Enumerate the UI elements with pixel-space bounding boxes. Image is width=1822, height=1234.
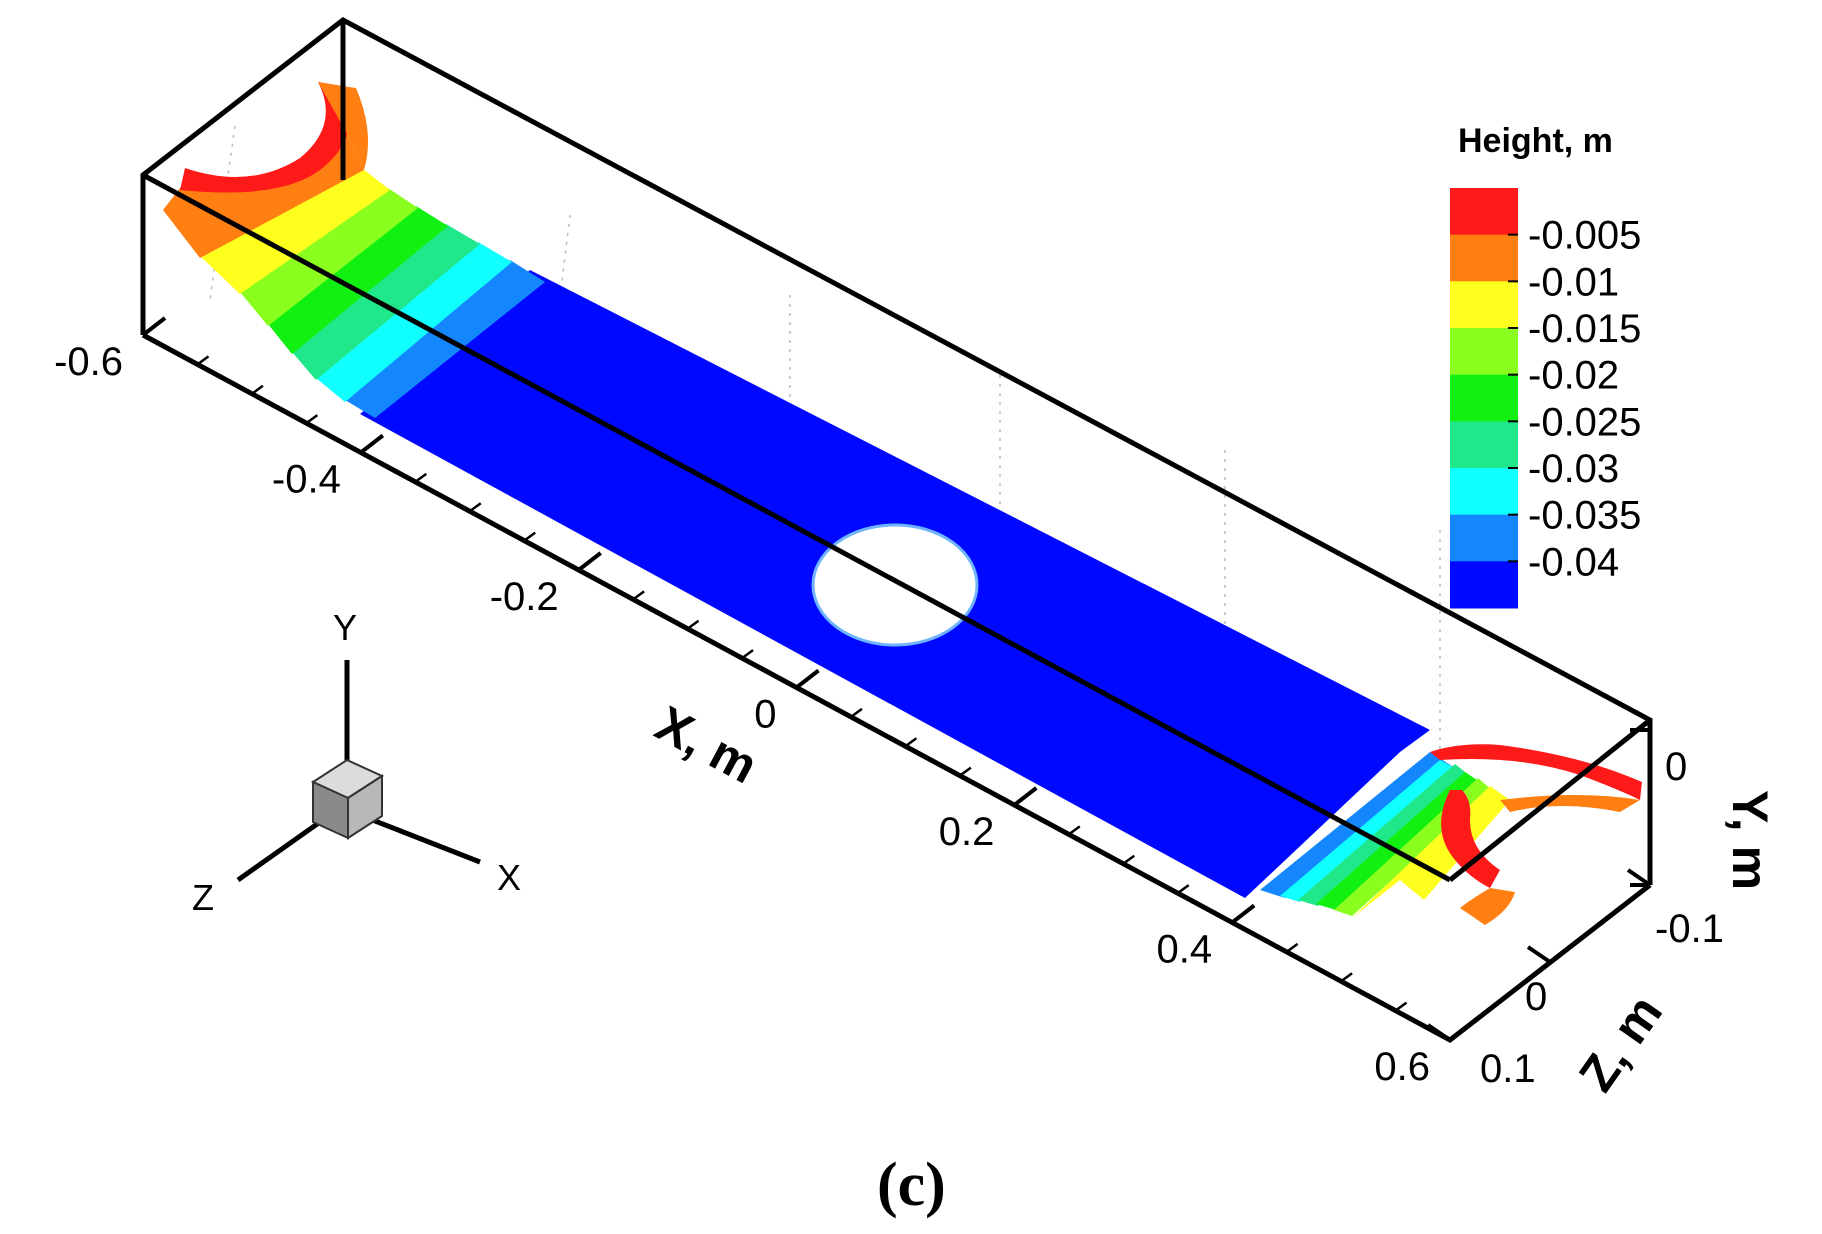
colorbar-swatch [1450,188,1518,236]
colorbar-swatch [1450,561,1518,609]
x-tick-label: -0.6 [54,340,123,384]
surface-band [1352,786,1510,918]
x-tick [1448,1021,1474,1042]
triad-z-label: Z [192,877,214,918]
x-tick-label: 0.4 [1157,928,1213,972]
surface-band [268,206,448,354]
colorbar-swatch [1450,421,1518,469]
x-minor-tick [959,766,972,777]
surface-band [240,188,418,326]
surface-rim [1441,790,1500,888]
x-tick-label: 0 [754,693,776,737]
x-tick [1013,786,1038,807]
colorbar-label: -0.025 [1528,400,1641,444]
x-tick [359,433,385,455]
surface-band [1316,772,1480,910]
x-tick-label: 0.6 [1374,1045,1430,1089]
x-tick [795,668,820,690]
colorbar-title: Height, m [1458,122,1613,160]
colorbar-label: -0.04 [1528,540,1619,584]
colorbar-label: -0.005 [1528,214,1641,258]
surface-band [292,224,480,380]
colorbar-swatch [1450,234,1518,282]
z-tick-label: 0 [1525,975,1547,1019]
colorbar-swatch [1450,468,1518,516]
y-tick-label: -0.1 [1655,907,1724,951]
triad-y-label: Y [333,607,357,648]
x-tick-label: -0.2 [490,575,559,619]
x-minor-tick [741,649,754,660]
colorbar: Height, m -0.005-0.01-0.015-0.02-0.025-0… [1450,122,1641,609]
figure-caption: (c) [877,1151,946,1219]
x-axis-title: X, m [647,695,767,794]
x-tick [577,551,602,572]
x-minor-tick [1394,1001,1408,1012]
x-minor-tick [196,355,210,366]
colorbar-swatch [1450,281,1518,329]
surface-hole [811,523,979,647]
x-minor-tick [251,384,264,395]
colorbar-swatch [1450,514,1518,562]
x-minor-tick [1122,854,1135,865]
y-tick-label: 0 [1665,745,1687,789]
y-axis-title: Y, m [1722,790,1778,890]
x-minor-tick [1340,972,1353,983]
z-tick [1426,1023,1452,1042]
x-tick [141,316,167,337]
x-minor-tick [904,737,918,748]
x-axis-ticks [141,316,1474,1042]
x-minor-tick [850,707,863,718]
surface-rim-outer [1500,795,1640,812]
x-minor-tick [686,619,700,630]
surface-rim [180,82,350,193]
surface-band [1298,764,1470,906]
triad-x-label: X [497,857,521,898]
x-minor-tick [1068,825,1081,836]
x-minor-tick [632,590,645,601]
x-minor-tick [523,531,536,542]
x-tick-label: 0.2 [939,810,995,854]
surface-rim-outer [1460,888,1515,925]
x-tick-label: -0.4 [272,458,341,502]
x-minor-tick [469,502,482,513]
colorbar-label: -0.015 [1528,307,1641,351]
surface-rim [1430,744,1642,800]
colorbar-label: -0.035 [1528,494,1641,538]
surface-band [1280,760,1462,902]
surface-band [1260,752,1455,898]
surface [163,82,1642,925]
colorbar-swatches [1450,188,1518,609]
x-minor-tick [414,472,428,483]
x-tick [1230,903,1256,925]
surface-band [200,168,390,294]
z-tick-label: 0.1 [1480,1047,1536,1091]
colorbar-swatch [1450,374,1518,422]
colorbar-label: -0.01 [1528,260,1619,304]
z-tick [1626,868,1652,887]
y-axis: 0 -0.1 Y, m [1630,728,1778,951]
x-axis-tick-labels: -0.6 -0.4 -0.2 0 0.2 0.4 0.6 [54,340,1430,1089]
colorbar-labels: -0.005-0.01-0.015-0.02-0.025-0.03-0.035-… [1528,214,1641,585]
x-minor-tick [1176,884,1190,895]
colorbar-label: -0.02 [1528,354,1619,398]
x-minor-tick [305,414,319,425]
z-tick [1526,945,1552,964]
x-minor-tick [1285,942,1299,953]
triad-cube [310,758,385,840]
z-axis-title: Z, m [1568,985,1673,1101]
colorbar-label: -0.03 [1528,447,1619,491]
colorbar-swatch [1450,328,1518,376]
